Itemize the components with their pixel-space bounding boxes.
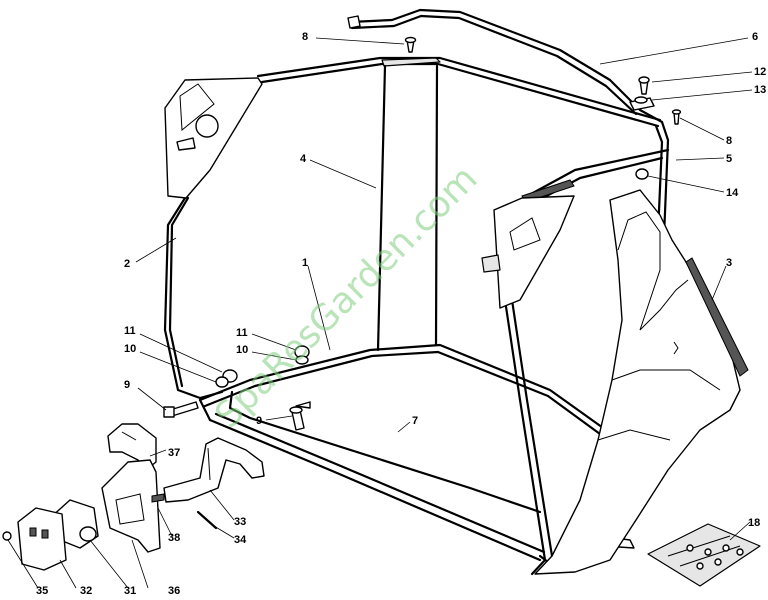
callout-38: 38 — [168, 532, 180, 544]
callout-14: 14 — [726, 187, 739, 199]
callout-8-right: 8 — [726, 135, 732, 147]
latch-assembly — [2, 423, 265, 571]
callout-3: 3 — [726, 257, 732, 269]
callout-32: 32 — [80, 585, 92, 597]
rear-panel-upright — [376, 64, 439, 352]
callout-1: 1 — [302, 257, 308, 269]
callout-33: 33 — [234, 516, 246, 528]
callout-6: 6 — [752, 31, 758, 43]
hardware-kit-bag — [647, 523, 761, 587]
watermark-text: SpaResGarden.com — [207, 158, 485, 436]
callout-11-left: 11 — [124, 325, 136, 337]
callout-labels: 8 6 12 13 8 5 14 4 2 3 1 11 10 11 10 9 9… — [36, 31, 766, 597]
callout-9-middle: 9 — [256, 415, 262, 427]
callout-37: 37 — [168, 447, 180, 459]
callout-18: 18 — [748, 517, 760, 529]
handle-bar — [347, 8, 664, 124]
callout-10-middle: 10 — [236, 344, 248, 356]
callout-31: 31 — [124, 585, 136, 597]
callout-8-top: 8 — [302, 31, 308, 43]
rear-frame — [163, 77, 263, 400]
callout-4: 4 — [300, 153, 307, 165]
callout-13: 13 — [754, 84, 766, 96]
callout-35: 35 — [36, 585, 48, 597]
hardware — [163, 36, 682, 431]
top-frame — [256, 56, 662, 128]
callout-11-middle: 11 — [236, 327, 248, 339]
callout-9-left: 9 — [124, 379, 130, 391]
callout-7: 7 — [412, 415, 418, 427]
callout-5: 5 — [726, 153, 732, 165]
callout-36: 36 — [168, 585, 180, 597]
leader-lines — [7, 37, 753, 589]
callout-12: 12 — [754, 66, 766, 78]
callout-10-left: 10 — [124, 343, 136, 355]
callout-34: 34 — [234, 534, 247, 546]
grass-bag — [534, 189, 749, 575]
base-frame — [198, 343, 635, 570]
callout-2: 2 — [124, 258, 130, 270]
